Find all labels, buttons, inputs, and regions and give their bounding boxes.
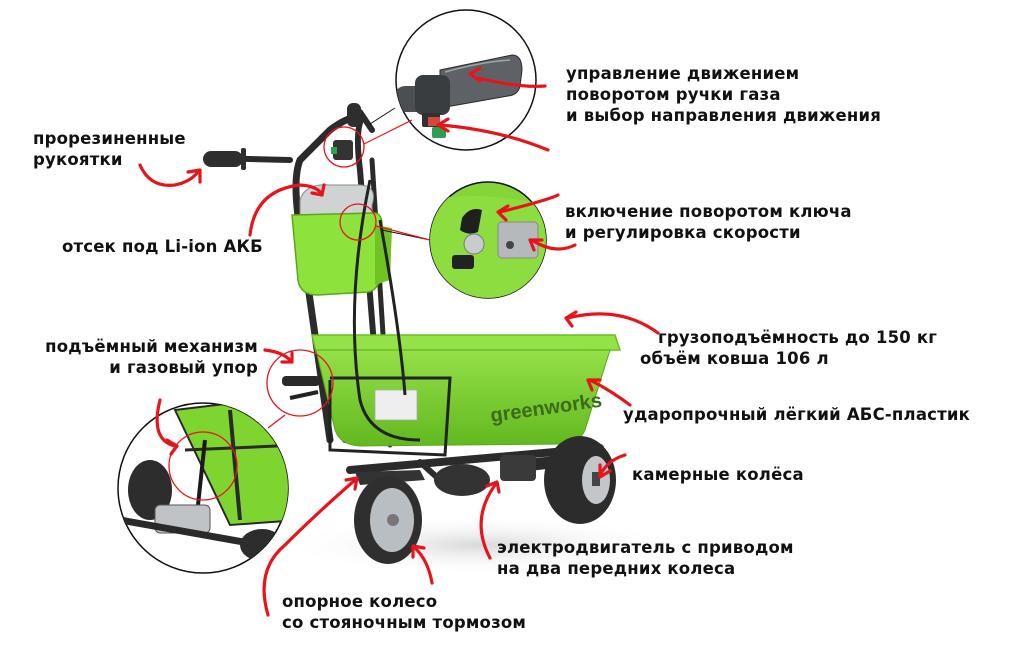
lift-inset xyxy=(117,402,289,574)
highlight-circles xyxy=(266,126,377,417)
battery-compartment xyxy=(291,184,392,296)
key-inset xyxy=(381,181,547,299)
support-wheel-icon xyxy=(354,476,422,564)
spec-sticker xyxy=(374,389,418,421)
throttle-inset xyxy=(369,9,537,151)
rubber-grip-icon xyxy=(203,151,243,167)
callout-battery: отсек под Li-ion АКБ xyxy=(62,237,263,256)
callout-grips: прорезиненные рукоятки xyxy=(33,129,186,169)
pneumatic-wheel-icon xyxy=(544,436,616,524)
cargo-tub: greenworks xyxy=(311,334,622,447)
callout-plastic: ударопрочный лёгкий АБС-пластик xyxy=(623,405,971,424)
callout-key: включение поворотом ключа и регулировка … xyxy=(565,202,852,242)
callout-support-wheel: опорное колесо со стояночным тормозом xyxy=(282,592,527,632)
callout-lift: подъёмный механизм и газовый упор xyxy=(45,337,258,377)
callout-motor: электродвигатель с приводом на два перед… xyxy=(497,538,794,578)
callout-arrows xyxy=(138,66,660,617)
callout-capacity: грузоподъёмность до 150 кг объём ковша 1… xyxy=(640,328,938,368)
callout-throttle: управление движением поворотом ручки газ… xyxy=(566,64,882,125)
motor-block-icon xyxy=(500,455,536,481)
lift-lever-icon xyxy=(282,376,320,386)
callout-wheels: камерные колёса xyxy=(632,465,804,484)
